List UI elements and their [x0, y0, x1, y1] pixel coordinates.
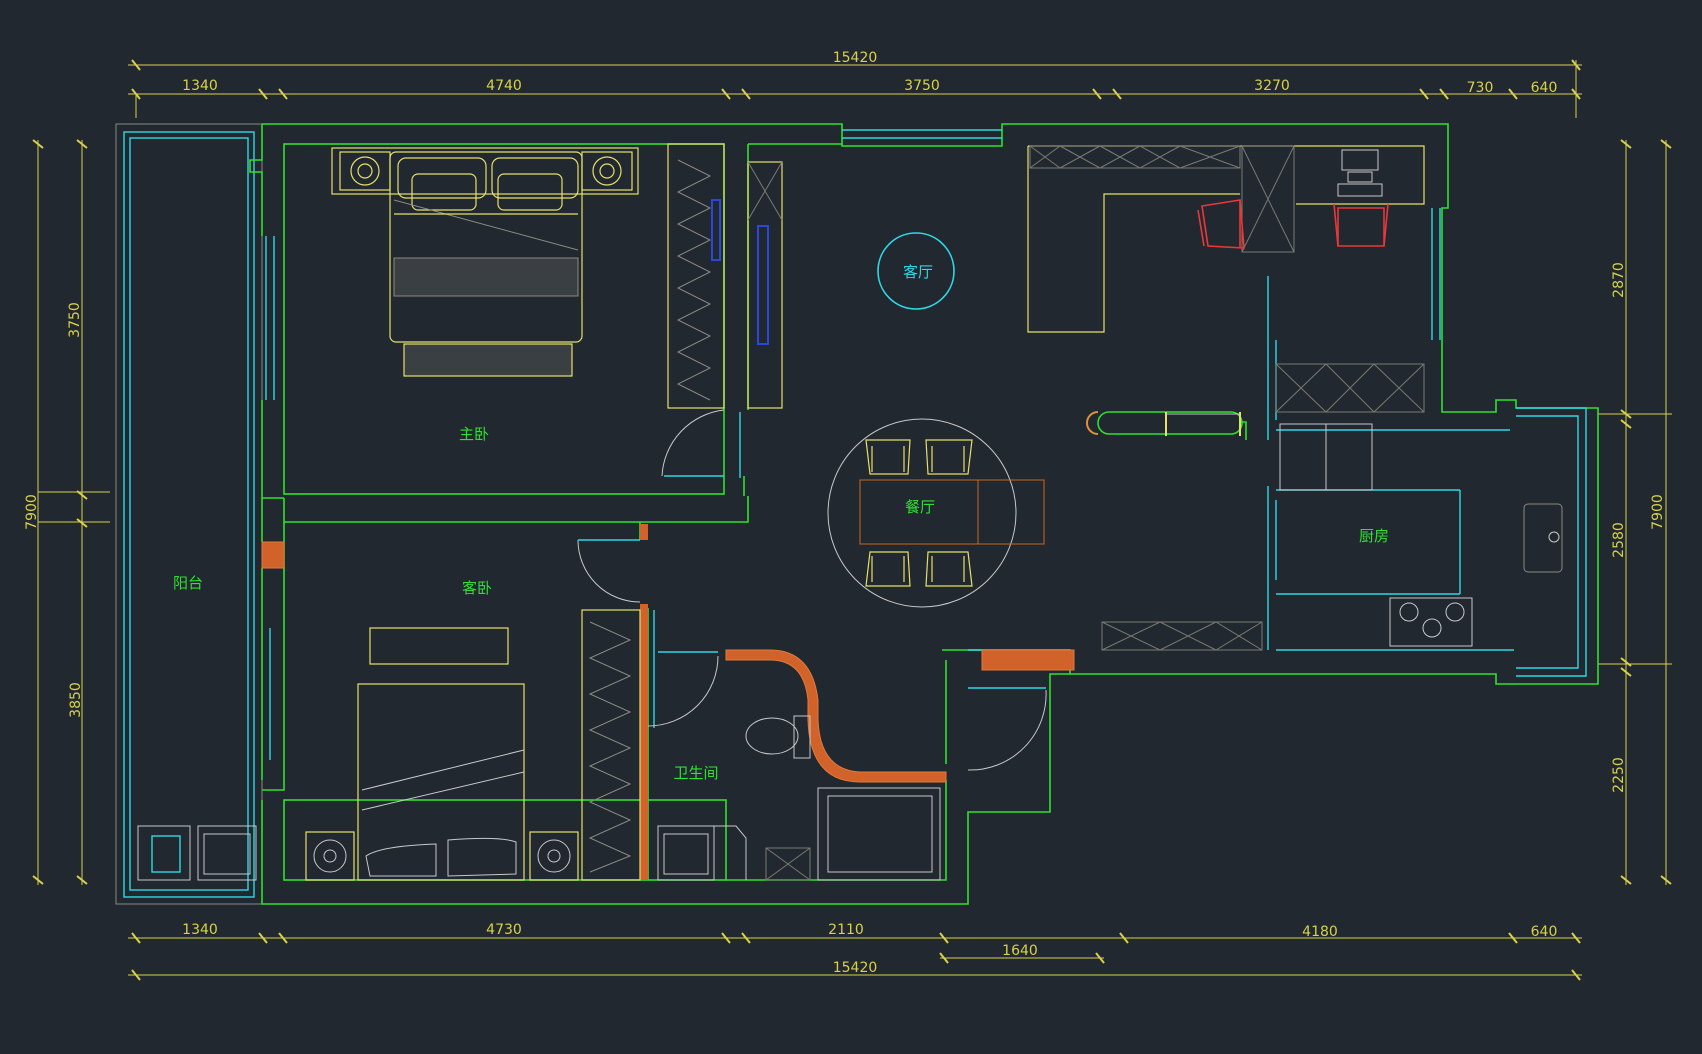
- dim-bottom-5: 640: [1531, 924, 1558, 940]
- living-furniture: [877, 145, 1425, 436]
- dim-bottom-3: 2110: [828, 922, 864, 938]
- dim-right-2: 2580: [1611, 522, 1627, 558]
- room-labels: 主卧 客厅 餐厅 厨房 阳台 客卧 卫生间: [173, 263, 1389, 782]
- dim-bottom-extra: 1640: [1002, 943, 1038, 959]
- living-room-marker: [877, 232, 955, 310]
- master-bedroom-furniture: [331, 143, 783, 409]
- dim-bottom-1: 1340: [182, 922, 218, 938]
- label-guest-bedroom: 客卧: [462, 579, 492, 597]
- dim-right-3: 2250: [1611, 757, 1627, 793]
- label-balcony: 阳台: [173, 574, 203, 592]
- dim-left-2: 3850: [68, 682, 84, 718]
- label-master-bedroom: 主卧: [459, 425, 489, 443]
- kitchen-furniture: [1101, 423, 1563, 651]
- dim-top-6: 640: [1531, 80, 1558, 96]
- dim-bottom-4: 4180: [1302, 924, 1338, 940]
- dim-right-total: 7900: [1650, 494, 1666, 530]
- balcony-furniture: [137, 825, 257, 881]
- dim-top-4: 3270: [1254, 78, 1290, 94]
- dim-top-5: 730: [1467, 80, 1494, 96]
- dim-top-1: 1340: [182, 78, 218, 94]
- label-kitchen: 厨房: [1359, 527, 1389, 545]
- dim-top-2: 4740: [486, 78, 522, 94]
- dim-left-1: 3750: [67, 302, 83, 338]
- dim-left-total: 7900: [24, 494, 40, 530]
- bathroom-furniture: [657, 715, 941, 881]
- label-living-room: 客厅: [903, 263, 933, 281]
- brick-walls: [261, 524, 1075, 880]
- dining-furniture: [827, 418, 1045, 608]
- dim-bottom-2: 4730: [486, 922, 522, 938]
- label-bathroom: 卫生间: [673, 764, 718, 782]
- label-dining-room: 餐厅: [905, 498, 935, 516]
- dim-bottom-total: 15420: [833, 960, 878, 976]
- dim-top-3: 3750: [904, 78, 940, 94]
- guest-bedroom-furniture: [305, 609, 641, 881]
- walls: [115, 123, 1599, 905]
- dim-right-1: 2870: [1611, 262, 1627, 298]
- dimension-labels: 15420 1340 4740 3750 3270 730 640 1340 4…: [24, 50, 1666, 976]
- doors: [577, 409, 1047, 771]
- dim-top-total: 15420: [833, 50, 878, 66]
- dimension-lines: [32, 59, 1672, 981]
